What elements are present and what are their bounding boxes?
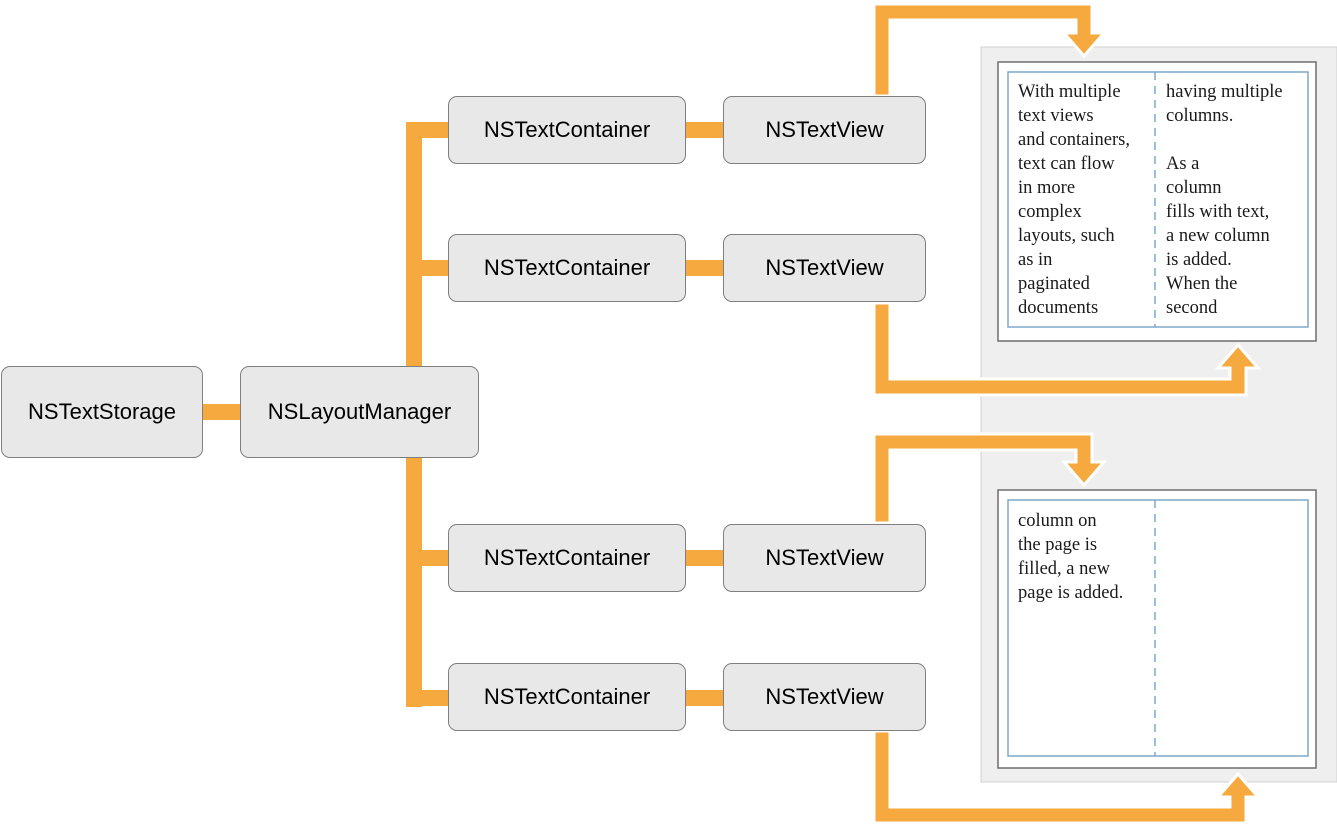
connectors <box>202 122 725 707</box>
text-storage-node: NSTextStorage <box>1 366 203 458</box>
flow-arrow-1 <box>872 2 1108 98</box>
page-1-column-1-text: With multiple text views and containers,… <box>1018 82 1130 318</box>
connector-branch-1 <box>406 122 450 138</box>
connector-storage-layout <box>202 404 242 420</box>
page-2 <box>997 489 1317 769</box>
page-2-column-1-text: column on the page is filled, a new page… <box>1018 511 1124 603</box>
connector-container-view-4 <box>685 690 725 706</box>
flow-arrows <box>872 2 1262 825</box>
connector-container-view-3 <box>685 550 725 566</box>
text-view-node: NSTextView <box>723 234 926 302</box>
layout-manager-node: NSLayoutManager <box>240 366 479 458</box>
page-1-column-2-text: having multiple columns. As a column fil… <box>1166 82 1283 318</box>
connector-branch-3 <box>406 550 450 566</box>
text-container-node: NSTextContainer <box>448 234 686 302</box>
connector-container-view-1 <box>685 122 725 138</box>
connector-branch-2 <box>406 260 450 276</box>
text-container-node: NSTextContainer <box>448 524 686 592</box>
text-view-node: NSTextView <box>723 96 926 164</box>
flow-arrow-3 <box>872 432 1108 525</box>
connector-container-view-2 <box>685 260 725 276</box>
connector-branch-4 <box>406 690 450 706</box>
flow-arrow-4 <box>872 729 1262 825</box>
text-view-node: NSTextView <box>723 524 926 592</box>
flow-arrow-2 <box>872 301 1262 397</box>
page-1 <box>997 61 1317 342</box>
text-view-node: NSTextView <box>723 663 926 731</box>
text-container-node: NSTextContainer <box>448 96 686 164</box>
text-container-node: NSTextContainer <box>448 663 686 731</box>
